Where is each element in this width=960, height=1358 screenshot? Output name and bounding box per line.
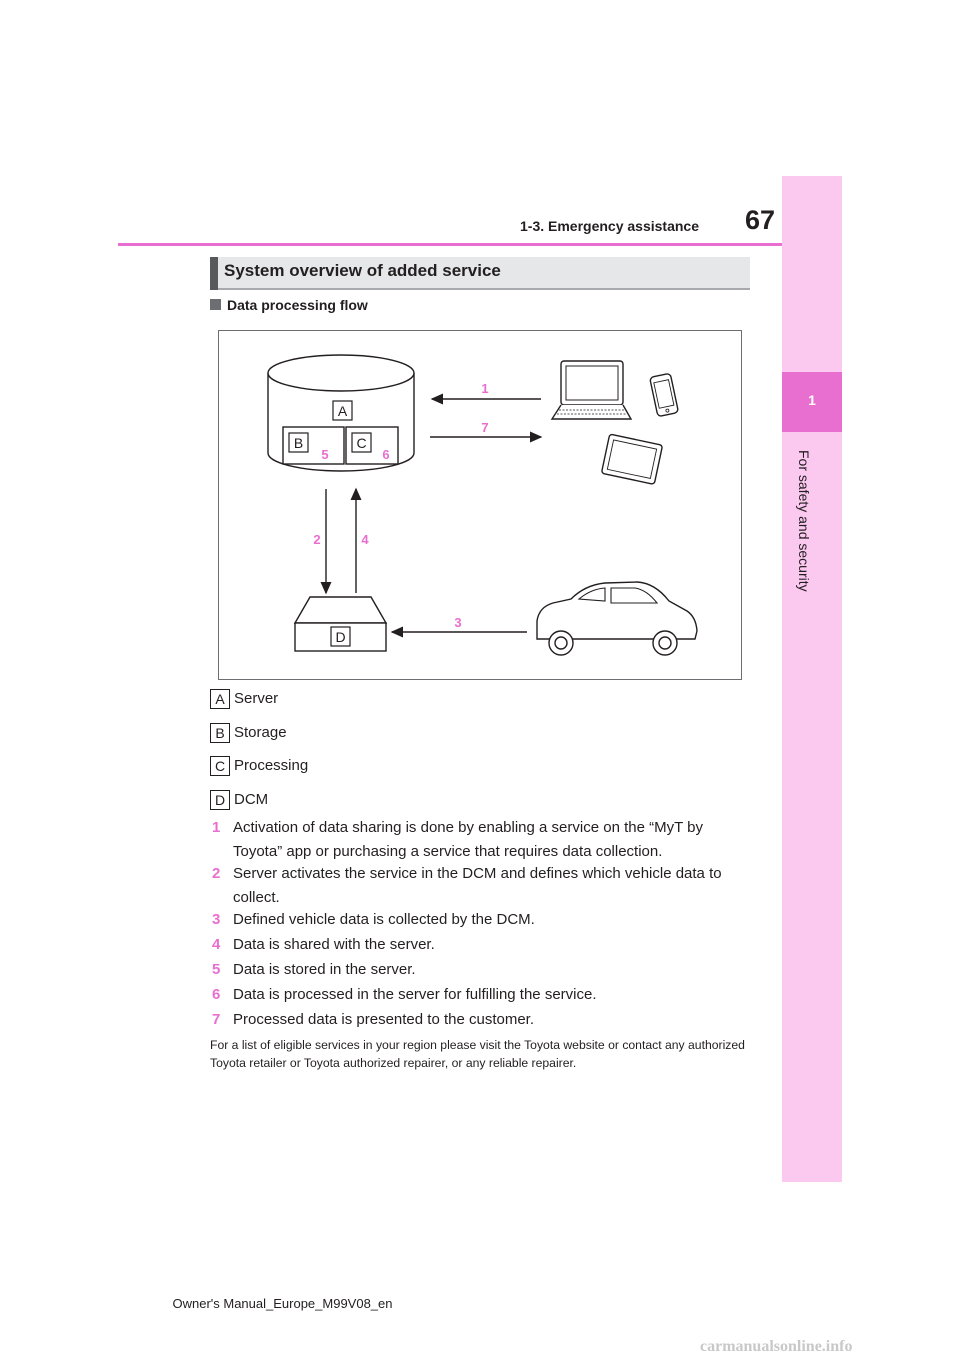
step-number-5: 5 [321, 447, 328, 462]
step-text: Defined vehicle data is collected by the… [233, 908, 753, 932]
step-text: Data is processed in the server for fulf… [233, 983, 753, 1007]
label-c: C [356, 435, 366, 451]
data-flow-figure: A B C 5 6 1 7 2 4 D 3 [218, 330, 742, 680]
step-number: 1 [212, 816, 220, 840]
section-heading: System overview of added service [224, 261, 501, 281]
step-item: 6 Data is processed in the server for fu… [212, 983, 752, 1007]
laptop-icon [552, 361, 631, 419]
label-a: A [338, 403, 348, 419]
step-item: 7 Processed data is presented to the cus… [212, 1008, 752, 1032]
legend-key: B [210, 723, 230, 743]
step-text: Data is shared with the server. [233, 933, 753, 957]
legend-text: Processing [234, 756, 308, 776]
page-number: 67 [700, 205, 775, 236]
step-number-2: 2 [313, 532, 320, 547]
step-text: Server activates the service in the DCM … [233, 862, 753, 910]
chapter-number: 1 [782, 392, 842, 408]
step-text: Data is stored in the server. [233, 958, 753, 982]
legend-key: A [210, 689, 230, 709]
step-number-3: 3 [454, 615, 461, 630]
legend-text: Server [234, 689, 278, 709]
step-number: 5 [212, 958, 220, 982]
step-item: 3 Defined vehicle data is collected by t… [212, 908, 752, 932]
sub-heading-text: Data processing flow [227, 297, 368, 313]
step-item: 4 Data is shared with the server. [212, 933, 752, 957]
square-bullet-icon [210, 299, 221, 310]
chapter-title: For safety and security [796, 450, 812, 592]
step-text: Processed data is presented to the custo… [233, 1008, 753, 1032]
step-number: 2 [212, 862, 220, 886]
step-number: 6 [212, 983, 220, 1007]
step-number-6: 6 [382, 447, 389, 462]
tablet-icon [601, 434, 662, 484]
note-paragraph: For a list of eligible services in your … [210, 1036, 755, 1072]
watermark: carmanualsonline.info [700, 1338, 852, 1356]
step-number: 4 [212, 933, 220, 957]
phone-icon [650, 373, 679, 416]
step-item: 5 Data is stored in the server. [212, 958, 752, 982]
legend-text: Storage [234, 723, 287, 743]
header-rule [118, 243, 782, 246]
step-item: 1 Activation of data sharing is done by … [212, 816, 752, 864]
footer-manual-id: Owner's Manual_Europe_M99V08_en [0, 1296, 565, 1311]
section-title: 1-3. Emergency assistance [500, 218, 699, 234]
label-b: B [294, 435, 303, 451]
step-text: Activation of data sharing is done by en… [233, 816, 753, 864]
car-icon [537, 582, 697, 655]
step-number: 3 [212, 908, 220, 932]
step-number-1: 1 [481, 381, 488, 396]
legend-key: D [210, 790, 230, 810]
step-item: 2 Server activates the service in the DC… [212, 862, 752, 910]
step-number-4: 4 [361, 532, 369, 547]
legend-key: C [210, 756, 230, 776]
sub-heading: Data processing flow [210, 297, 368, 313]
step-number: 7 [212, 1008, 220, 1032]
step-number-7: 7 [481, 420, 488, 435]
legend-text: DCM [234, 790, 268, 810]
label-d: D [335, 629, 345, 645]
side-tab [782, 176, 842, 1182]
heading-accent [210, 257, 218, 290]
